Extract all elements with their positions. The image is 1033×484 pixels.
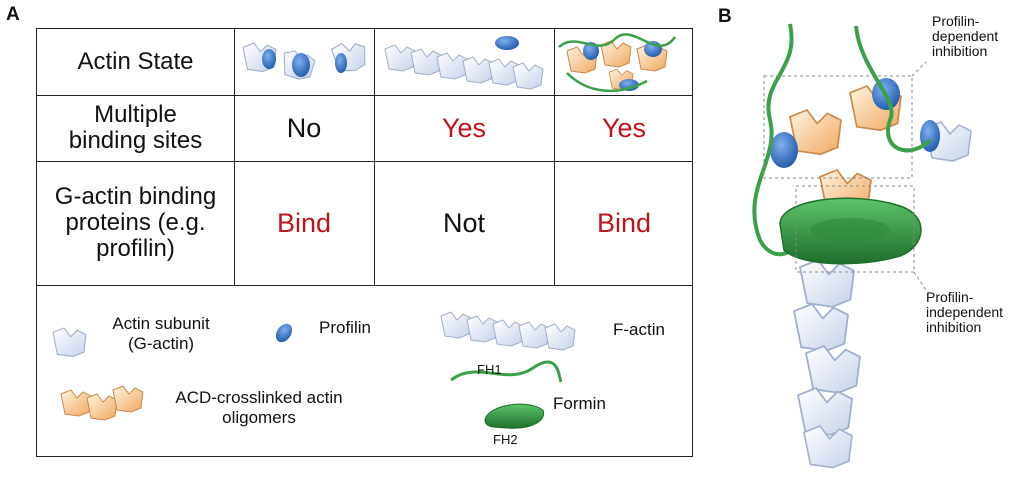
panel-label-a: A bbox=[6, 4, 20, 26]
value-g-actin-binding-proteins: Bind bbox=[234, 161, 374, 285]
annotation-profilin-dependent: Profilin-dependent inhibition bbox=[932, 14, 1030, 59]
value-acd-multiple-sites: Yes bbox=[554, 95, 694, 161]
row-label-actin-state: Actin State bbox=[37, 29, 234, 95]
legend-formin-label: Formin bbox=[553, 394, 633, 414]
value-f-actin-multiple-sites: Yes bbox=[374, 95, 554, 161]
legend-f-actin-label: F-actin bbox=[613, 320, 683, 340]
value-g-actin-multiple-sites: No bbox=[234, 95, 374, 161]
legend-actin-subunit-label: Actin subunit (G-actin) bbox=[99, 314, 223, 354]
comparison-table: Actin State Multiple binding sites G-act… bbox=[36, 28, 693, 286]
g-actin-state-illustration bbox=[237, 33, 372, 93]
acd-oligomer-state-illustration bbox=[557, 33, 692, 93]
legend-box: Actin subunit (G-actin) Profilin F-actin… bbox=[36, 286, 693, 457]
legend-profilin-label: Profilin bbox=[319, 318, 389, 338]
legend-fh1-label: FH1 bbox=[477, 360, 517, 380]
row-label-g-actin-binding-proteins: G-actin binding proteins (e.g. profilin) bbox=[37, 161, 234, 285]
f-actin-icon bbox=[437, 304, 607, 354]
acd-oligomer-icon bbox=[59, 384, 149, 428]
annotation-profilin-independent: Profilin-independent inhibition bbox=[926, 290, 1030, 335]
formin-actin-model-illustration bbox=[740, 10, 980, 480]
legend-fh2-label: FH2 bbox=[493, 430, 533, 450]
panel-label-b: B bbox=[718, 6, 732, 28]
f-actin-state-illustration bbox=[377, 33, 552, 93]
actin-subunit-icon bbox=[51, 326, 91, 360]
value-acd-binding-proteins: Bind bbox=[554, 161, 694, 285]
legend-acd-label: ACD-crosslinked actin oligomers bbox=[159, 388, 359, 428]
value-f-actin-binding-proteins: Not bbox=[374, 161, 554, 285]
row-label-multiple-binding-sites: Multiple binding sites bbox=[37, 95, 234, 161]
profilin-icon bbox=[273, 322, 295, 344]
